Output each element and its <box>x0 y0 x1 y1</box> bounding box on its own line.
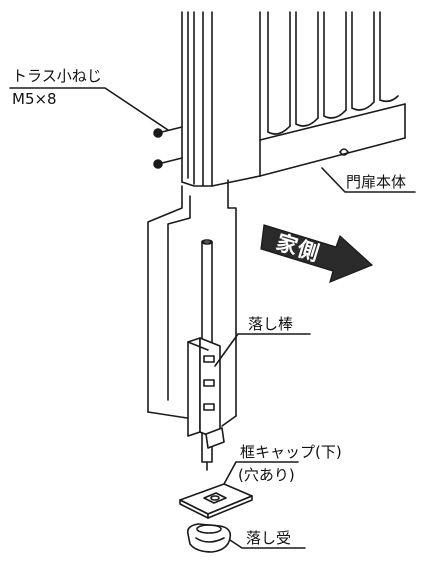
drop-receiver-label: 落し受 <box>246 529 292 547</box>
truss-screw-leader <box>9 87 169 131</box>
frame-cap <box>179 483 253 519</box>
truss-screw-label: トラス小ねじ <box>12 67 102 85</box>
gate-body-panel <box>181 11 406 187</box>
drop-rod-label: 落し棒 <box>248 315 294 333</box>
gate-body-label: 門扉本体 <box>346 173 407 191</box>
frame-cap-hole-label: (穴あり) <box>238 466 295 484</box>
truss-screw-size-label: M5×8 <box>12 90 57 108</box>
truss-screw-lower <box>153 157 183 169</box>
gate-body-leader <box>321 167 416 193</box>
frame-cap-leader <box>223 461 299 485</box>
frame-cap-label: 框キャップ(下) <box>240 443 342 461</box>
house-side-arrow-icon <box>260 224 374 284</box>
drop-receiver-leader <box>229 539 306 549</box>
drop-rod-leader <box>214 333 311 367</box>
insertion-guide-lines <box>147 179 237 427</box>
drop-rod-bracket <box>187 337 225 449</box>
truss-screw-upper <box>153 126 183 138</box>
drop-receiver <box>186 523 232 553</box>
